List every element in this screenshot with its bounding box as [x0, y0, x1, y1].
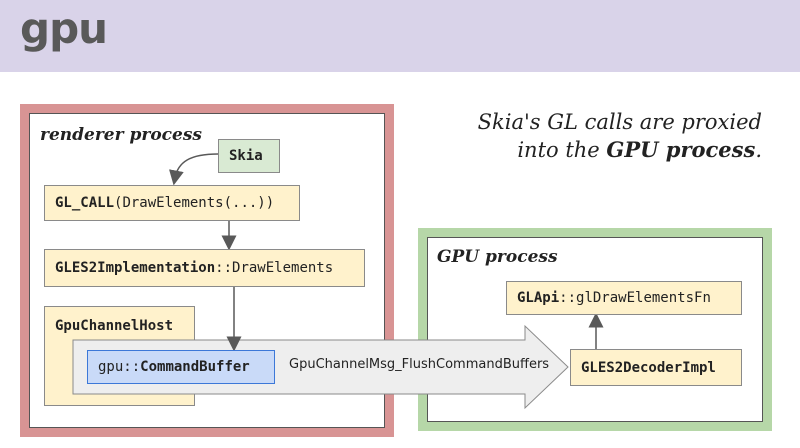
- gles2-implementation-class: GLES2Implementation: [55, 260, 216, 276]
- flush-message-arrow: [72, 324, 569, 410]
- gpu-process-label: GPU process: [437, 247, 558, 267]
- glapi-method: ::glDrawElementsFn: [559, 290, 711, 306]
- command-buffer-class: CommandBuffer: [140, 359, 250, 375]
- gles2-implementation-method: ::DrawElements: [215, 260, 334, 276]
- caption-line-2-suffix: .: [755, 138, 762, 162]
- skia-label: Skia: [229, 148, 263, 164]
- gles2-decoder-label: GLES2DecoderImpl: [581, 359, 716, 376]
- skia-to-glcall-arrow: [169, 153, 219, 186]
- caption-line-2-prefix: into the: [517, 138, 607, 162]
- header-bar: gpu: [0, 0, 800, 72]
- glapi-class: GLApi: [517, 290, 560, 306]
- gles2-decoder-box: GLES2DecoderImpl: [570, 349, 742, 386]
- command-buffer-namespace: gpu::: [98, 359, 141, 375]
- flush-message-label: GpuChannelMsg_FlushCommandBuffers: [289, 357, 550, 372]
- caption-line-1: Skia's GL calls are proxied: [477, 110, 762, 134]
- caption-line-2: into the GPU process.: [478, 136, 762, 164]
- glapi-box: GLApi::glDrawElementsFn: [506, 281, 742, 315]
- gles2-implementation-box: GLES2Implementation::DrawElements: [44, 249, 365, 287]
- command-buffer-box: gpu::CommandBuffer: [87, 350, 275, 384]
- renderer-process-label: renderer process: [40, 125, 202, 145]
- gpu-channel-host-label: GpuChannelHost: [55, 318, 174, 334]
- gl-call-args: (DrawElements(...)): [114, 195, 275, 211]
- gpu-process-frame: [418, 228, 772, 431]
- page-title: gpu: [20, 4, 108, 53]
- gl-call-box: GL_CALL(DrawElements(...)): [44, 185, 300, 221]
- gl-call-name: GL_CALL: [55, 195, 115, 211]
- skia-box: Skia: [218, 139, 280, 173]
- caption-line-2-bold: GPU process: [606, 137, 756, 162]
- caption: Skia's GL calls are proxied into the GPU…: [478, 108, 762, 164]
